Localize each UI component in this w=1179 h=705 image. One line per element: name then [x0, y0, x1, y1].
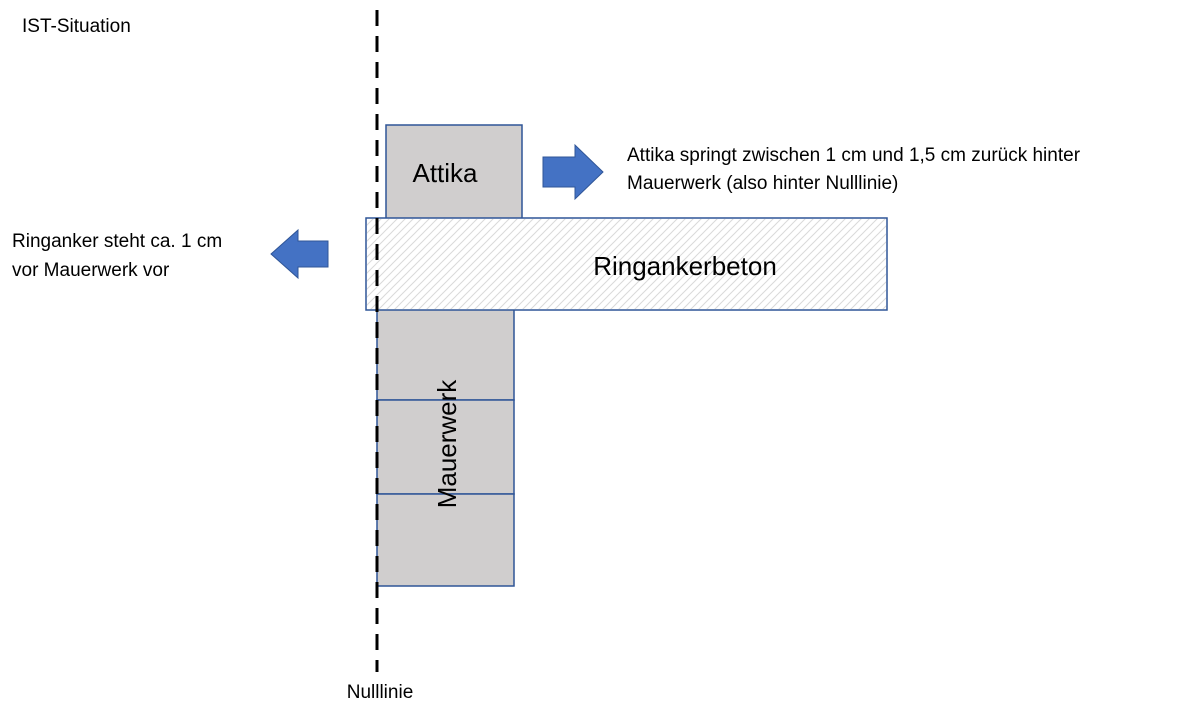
nulllinie-label: Nulllinie: [347, 682, 414, 703]
ringanker-annotation-line-1: Ringanker steht ca. 1 cm: [12, 231, 222, 252]
mauerwerk-label: Mauerwerk: [432, 379, 462, 509]
attika-block: Attika: [385, 124, 523, 222]
diagram-title: IST-Situation: [22, 16, 131, 37]
ringanker-block: Ringankerbeton: [365, 217, 888, 311]
arrow-left-icon: [270, 228, 329, 280]
arrow-right-icon: [542, 143, 604, 201]
mauerwerk-segment-1: [376, 307, 515, 401]
mauerwerk-segment-3: [376, 493, 515, 587]
attika-label: Attika: [412, 158, 478, 188]
attika-annotation-line-1: Attika springt zwischen 1 cm und 1,5 cm …: [627, 145, 1081, 166]
ringanker-annotation-line-2: vor Mauerwerk vor: [12, 260, 170, 281]
mauerwerk-block: Mauerwerk: [376, 307, 515, 587]
mauerwerk-segment-2: [376, 399, 515, 495]
attika-annotation-line-2: Mauerwerk (also hinter Nulllinie): [627, 173, 898, 194]
ringanker-label: Ringankerbeton: [593, 251, 777, 281]
